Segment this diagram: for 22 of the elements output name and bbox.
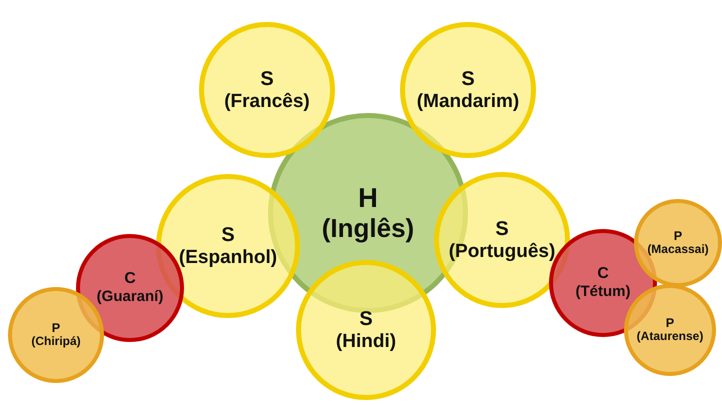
language-name: (Francês) [224, 90, 310, 112]
code-letter: C [124, 270, 136, 288]
code-letter: P [666, 316, 674, 330]
language-name: (Português) [448, 240, 556, 262]
language-name: (Chiripá) [31, 335, 81, 350]
language-name: (Ataurense) [636, 330, 704, 344]
code-letter: S [495, 218, 509, 241]
code-letter: P [52, 320, 60, 336]
language-name: (Hindi) [336, 330, 396, 352]
code-letter: S [260, 68, 274, 91]
language-name: (Mandarim) [416, 90, 520, 112]
language-name: (Guaraní) [96, 288, 164, 306]
language-name: (Inglês) [322, 214, 414, 244]
code-letter: H [358, 182, 378, 214]
code-letter: S [359, 308, 373, 331]
code-letter: S [221, 224, 235, 247]
language-name: (Espanhol) [178, 246, 278, 268]
language-name: (Macassai) [647, 243, 709, 258]
language-name: (Tétum) [576, 283, 630, 301]
code-letter: P [674, 228, 682, 244]
code-letter: S [461, 68, 475, 91]
code-letter: C [597, 265, 609, 284]
